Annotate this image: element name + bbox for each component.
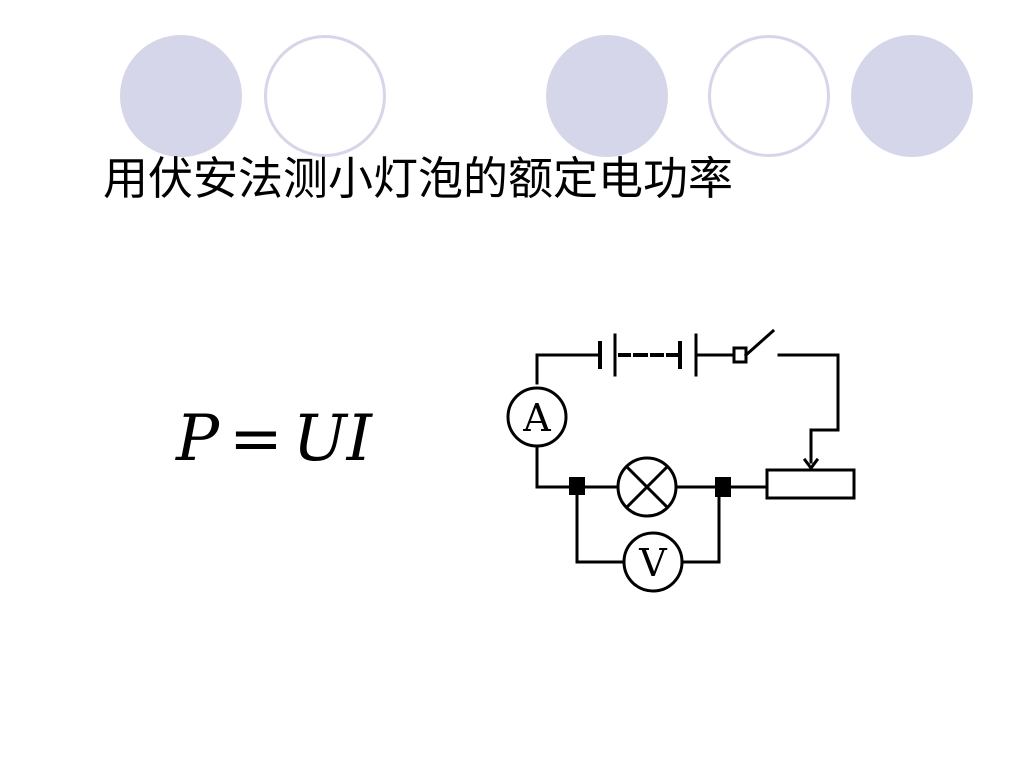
voltmeter-icon [622,531,684,593]
rheostat-slider [802,457,820,471]
battery-icon [598,333,698,377]
lamp-icon [616,456,678,518]
slide-title: 用伏安法测小灯泡的额定电功率 [103,152,734,205]
switch-icon [732,328,776,364]
rheostat-icon [765,468,856,500]
junction-dot-right [715,477,731,497]
voltmeter-label: V [638,541,667,585]
circuit-diagram: A V [506,328,856,593]
formula-rhs: UI [292,402,372,476]
decor-circle-2 [264,35,386,157]
junction-dot-left [569,477,585,495]
power-formula: P=UI [176,402,372,476]
formula-lhs: P [176,402,220,476]
wire-voltmeter-branch [575,485,721,564]
decor-circle-1 [120,35,242,157]
wire-left [535,444,619,489]
wire-top-left [535,353,602,385]
decor-circle-3 [546,35,668,157]
ammeter-label: A [522,396,551,440]
wire-top-right [777,353,840,464]
formula-equals: = [229,402,283,476]
decor-circle-5 [851,35,973,157]
decor-circle-4 [708,35,830,157]
